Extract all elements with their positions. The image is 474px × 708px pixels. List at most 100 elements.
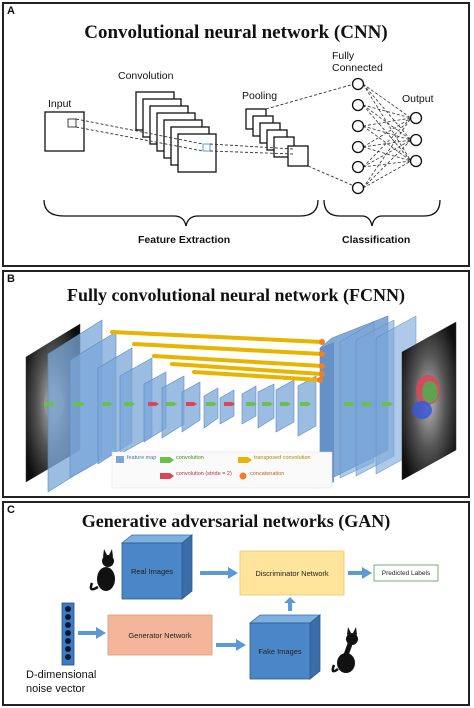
fc-output-connection [362, 139, 412, 148]
convolution-stack [135, 91, 217, 173]
legend-transposed-swatch [238, 457, 252, 463]
convolution-receptive-field [202, 143, 211, 152]
noise-label-1: D-dimensional [26, 669, 97, 681]
cat-icon-fake [331, 627, 358, 673]
flow-arrow [362, 402, 373, 406]
fc-output-connection [362, 83, 412, 141]
flow-arrow [300, 402, 311, 406]
arrow-noise-to-gen [78, 627, 106, 639]
fc-neuron [351, 140, 365, 154]
legend-convolution-label: convolution [176, 455, 204, 461]
flow-arrow [262, 402, 273, 406]
noise-vector-dots [65, 606, 71, 660]
fc-output-connection [362, 117, 412, 148]
output-neuron [409, 133, 423, 147]
input-receptive-field [67, 118, 77, 128]
fc-output-connection [362, 117, 412, 168]
legend-feature-map-swatch [116, 456, 124, 463]
panel-fcnn: B Fully convolutional neural network (FC… [2, 270, 470, 498]
fake-images-label: Fake Images [258, 646, 302, 656]
panel-cnn: A Convolutional neural network (CNN) [2, 2, 470, 267]
legend-concat-label: concatenation [250, 471, 285, 477]
fc-output-connection [362, 125, 412, 141]
fully-connected-neurons [351, 77, 365, 195]
segmentation-green [422, 381, 438, 403]
panel-b-title: Fully convolutional neural network (FCNN… [66, 285, 405, 305]
discriminator-label: Discriminator Network [255, 568, 329, 578]
flow-arrow [246, 402, 257, 406]
legend-convolution-swatch [160, 457, 174, 463]
real-images-cube [120, 534, 194, 600]
cnn-diagram [43, 77, 441, 227]
flow-arrow [382, 402, 393, 406]
flow-arrow [224, 402, 235, 406]
fc-output-connection [362, 104, 412, 119]
output-label: Output [402, 93, 434, 105]
noise-label-2: noise vector [26, 683, 86, 695]
flow-arrow [206, 402, 217, 406]
fc-output-connection [362, 117, 412, 189]
arrow-disc-to-labels [348, 567, 372, 579]
fc-output-connection [362, 146, 412, 162]
predicted-labels-box [373, 564, 439, 582]
fc-neuron [351, 160, 365, 174]
pooling-stack [245, 108, 309, 167]
input-to-conv-lines [75, 118, 204, 152]
fc-neuron [351, 98, 365, 112]
panel-letter-a: A [7, 5, 15, 17]
pool-to-fc-lines [265, 83, 355, 187]
classification-brace [323, 199, 441, 227]
decoder-large-block-front [320, 342, 334, 488]
arrow-fake-to-disc [284, 597, 296, 611]
flow-arrow [280, 402, 291, 406]
fc-output-connection [362, 160, 412, 168]
fc-output-connection [362, 160, 412, 189]
panel-letter-c: C [7, 504, 15, 516]
fc-output-connection [362, 139, 412, 189]
output-neuron [409, 154, 423, 168]
arrow-real-to-disc [200, 567, 238, 579]
flow-arrow [124, 402, 135, 406]
pooling-label: Pooling [242, 90, 278, 102]
flow-arrow [102, 402, 113, 406]
output-neurons [409, 111, 423, 168]
panel-a-title: Convolutional neural network (CNN) [84, 22, 388, 43]
cat-icon-real [89, 549, 115, 591]
flow-arrow [186, 402, 197, 406]
skip-connections [110, 330, 324, 382]
legend-transposed-label: transposed convolution [254, 455, 311, 461]
panel-letter-b: B [7, 273, 15, 285]
fc-neuron [351, 181, 365, 195]
flow-arrow [74, 402, 85, 406]
fc-output-connection [362, 117, 412, 127]
legend-feature-map-label: feature map [127, 455, 157, 461]
fc-neuron [351, 77, 365, 91]
legend-stride-swatch [160, 473, 174, 479]
fake-images-cube [248, 614, 322, 680]
flow-arrow [44, 402, 55, 406]
legend-concat-swatch [239, 472, 247, 480]
convolution-label: Convolution [118, 70, 174, 82]
flow-arrow [148, 402, 159, 406]
output-neuron [409, 111, 423, 125]
panel-gan: C Generative adversarial networks (GAN) [2, 501, 470, 706]
concatenation-markers [317, 339, 325, 383]
feature-extraction-label: Feature Extraction [138, 234, 231, 246]
fcnn-diagram [25, 315, 457, 493]
generator-label: Generator Network [128, 630, 192, 640]
flow-arrows [44, 402, 393, 406]
generator-box [107, 614, 213, 656]
conv-to-pool-lines [209, 143, 294, 155]
fully-connected-label-2: Connected [332, 62, 383, 74]
fc-neuron [351, 119, 365, 133]
legend-stride-label: convolution (stride = 2) [176, 471, 232, 477]
predicted-labels-label: Predicted Labels [381, 569, 431, 577]
legend-box [111, 451, 333, 489]
input-square [44, 111, 85, 152]
arrow-gen-to-fake [216, 639, 246, 651]
real-images-label: Real Images [130, 566, 174, 576]
input-label: Input [48, 98, 72, 110]
feature-extraction-brace [43, 199, 319, 227]
gan-diagram [61, 534, 439, 680]
segmentation-blue [412, 401, 432, 419]
